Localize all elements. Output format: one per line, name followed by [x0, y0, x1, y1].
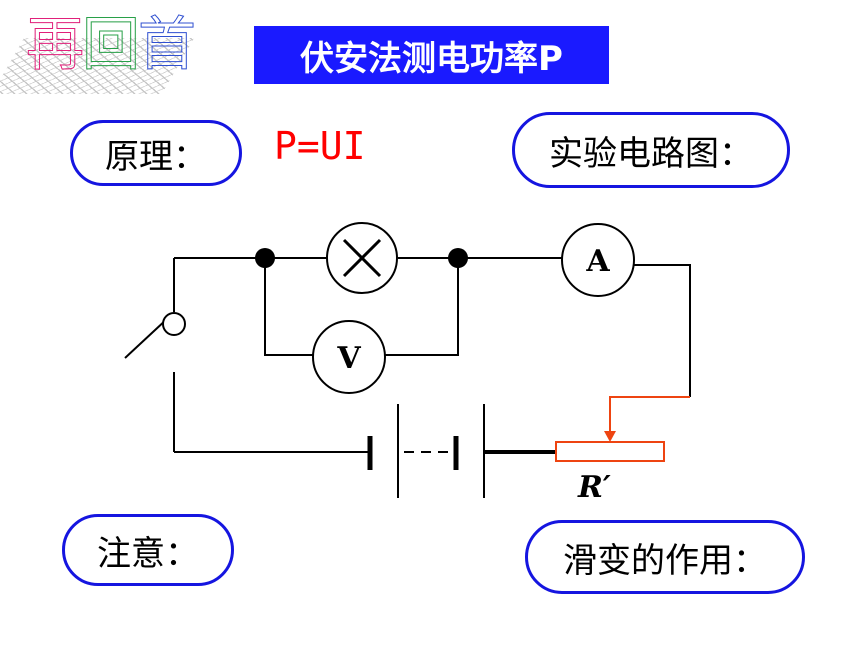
- rheostat-slider-arrow: [604, 431, 616, 442]
- logo-char-3: 首: [138, 10, 197, 79]
- circuit-diagram-label: 实验电路图：: [549, 133, 753, 174]
- logo-text: 再回首: [25, 2, 197, 86]
- wire-voltmeter-branch-left: [264, 258, 314, 356]
- logo-char-1: 再: [25, 10, 84, 79]
- rheostat-symbol: [555, 396, 690, 462]
- logo: 再回首: [0, 2, 197, 98]
- voltmeter-label: V: [336, 341, 361, 376]
- switch-pivot: [162, 312, 186, 336]
- logo-char-2: 回: [82, 10, 141, 79]
- rheostat-role-label: 滑变的作用：: [563, 540, 767, 581]
- principle-label: 原理：: [105, 136, 207, 177]
- rheostat-role-pill: 滑变的作用：: [525, 520, 805, 594]
- wire-voltmeter-branch-right: [384, 258, 459, 356]
- page-title: 伏安法测电功率P: [300, 38, 563, 79]
- junction-dot-left: [255, 248, 275, 268]
- switch-blade: [124, 317, 169, 359]
- wire-right-side: [634, 264, 691, 397]
- principle-formula: P=UI: [274, 124, 366, 168]
- junction-dot-right: [448, 248, 468, 268]
- lamp-symbol: [326, 222, 398, 294]
- circuit-diagram-pill: 实验电路图：: [512, 112, 790, 188]
- ammeter-symbol: A: [561, 223, 635, 297]
- voltmeter-symbol: V: [312, 320, 386, 394]
- rheostat-slider-wire: [609, 396, 690, 434]
- principle-pill: 原理：: [70, 120, 242, 186]
- rheostat-label: R′: [578, 470, 611, 505]
- ammeter-label: A: [585, 244, 610, 279]
- title-banner: 伏安法测电功率P: [254, 26, 609, 84]
- note-label: 注意：: [97, 533, 199, 574]
- note-pill: 注意：: [62, 514, 234, 586]
